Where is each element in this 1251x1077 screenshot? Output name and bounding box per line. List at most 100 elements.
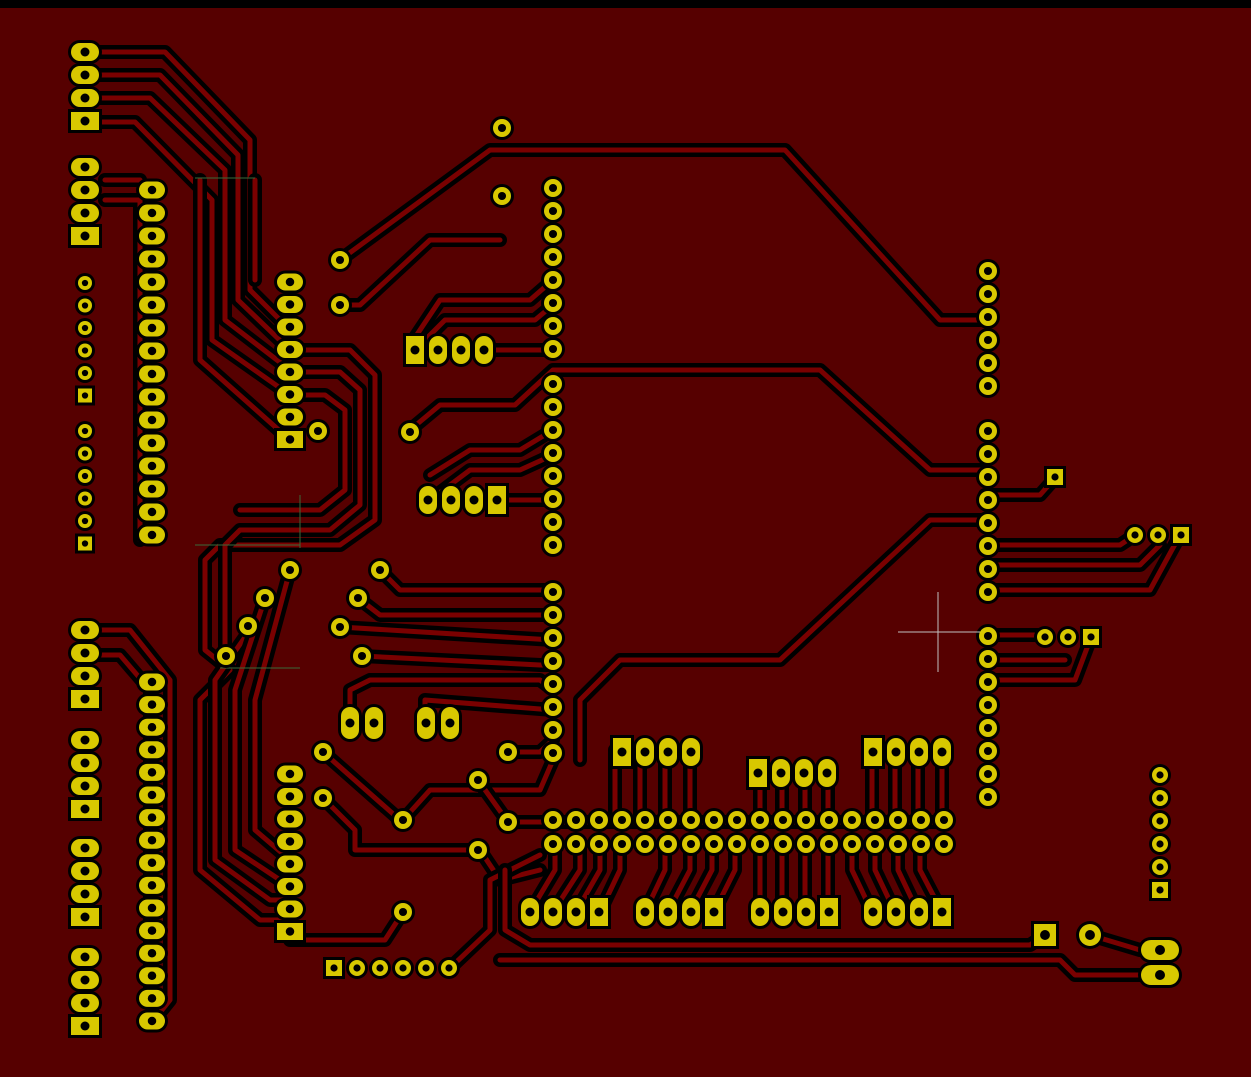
pad-hole — [369, 718, 379, 728]
pad-hole — [640, 815, 650, 825]
pad-hole — [285, 565, 295, 575]
pad-hole — [1087, 633, 1095, 641]
pad-hole — [243, 621, 253, 631]
pad-hole — [80, 625, 90, 635]
pad-hole — [147, 768, 157, 777]
pad-hole — [1155, 945, 1165, 955]
pad-hole — [983, 587, 993, 597]
pad-hole — [709, 839, 719, 849]
pad-hole — [801, 815, 811, 825]
pad-hole — [548, 252, 558, 262]
pad-hole — [80, 952, 90, 962]
pad-hole — [285, 837, 295, 846]
pad-hole — [81, 517, 89, 525]
pad-hole — [285, 435, 295, 444]
pad-hole — [571, 907, 581, 917]
pad-hole — [983, 723, 993, 733]
pad-hole — [80, 648, 90, 658]
pad-hole — [503, 817, 513, 827]
pad-hole — [1156, 886, 1164, 894]
pad-hole — [147, 881, 157, 890]
pad-hole — [732, 815, 742, 825]
pad-hole — [1156, 840, 1164, 848]
pad-hole — [709, 907, 719, 917]
pad-hole — [81, 279, 89, 287]
pad-hole — [663, 907, 673, 917]
pad-hole — [617, 839, 627, 849]
pad-hole — [983, 792, 993, 802]
pad-hole — [983, 654, 993, 664]
pad-hole — [1156, 817, 1164, 825]
pad-hole — [285, 300, 295, 309]
pad-hole — [525, 907, 535, 917]
pad-hole — [548, 656, 558, 666]
pad-hole — [147, 323, 157, 333]
pad-hole — [80, 231, 90, 241]
pad-hole — [80, 843, 90, 853]
pad-hole — [916, 839, 926, 849]
pad-hole — [147, 300, 157, 310]
pad-hole — [445, 964, 453, 972]
pad-hole — [893, 839, 903, 849]
trace — [82, 95, 293, 373]
pad-hole — [640, 907, 650, 917]
pad-hole — [663, 815, 673, 825]
trace — [82, 119, 293, 398]
pad-hole — [147, 507, 157, 517]
pad-hole — [801, 907, 811, 917]
pad-hole — [548, 610, 558, 620]
pad-hole — [469, 495, 479, 505]
trace — [222, 369, 363, 653]
pad-hole — [147, 438, 157, 448]
pad-hole — [147, 254, 157, 264]
pad-hole — [893, 815, 903, 825]
pad-hole — [983, 769, 993, 779]
pad-hole — [80, 162, 90, 172]
pad-hole — [285, 859, 295, 869]
pad-hole — [285, 322, 295, 332]
pad-hole — [870, 839, 880, 849]
pad-hole — [686, 815, 696, 825]
pad-hole — [983, 677, 993, 687]
pad-hole — [548, 229, 558, 239]
pad-hole — [410, 345, 420, 355]
pad-hole — [147, 461, 157, 471]
pad-hole — [755, 839, 765, 849]
pad-hole — [548, 587, 558, 597]
pad-hole — [147, 722, 157, 732]
pad-hole — [80, 671, 90, 681]
pad-hole — [375, 565, 385, 575]
pad-hole — [422, 964, 430, 972]
trace — [82, 72, 293, 353]
pad-hole — [456, 345, 466, 355]
pad-hole — [318, 793, 328, 803]
pad-hole — [147, 994, 157, 1003]
pad-hole — [285, 412, 295, 422]
pad-hole — [686, 747, 696, 757]
pad-hole — [318, 747, 328, 757]
trace — [407, 367, 988, 473]
pad-hole — [916, 815, 926, 825]
pad-hole — [548, 298, 558, 308]
pad-layer — [68, 40, 1192, 1038]
pad-hole — [824, 815, 834, 825]
pad-hole — [937, 747, 947, 757]
pad-hole — [548, 494, 558, 504]
pad-hole — [732, 839, 742, 849]
pad-hole — [503, 747, 513, 757]
pad-hole — [983, 449, 993, 459]
pad-hole — [983, 289, 993, 299]
pad-hole — [80, 47, 90, 57]
pad-hole — [983, 335, 993, 345]
pad-hole — [548, 748, 558, 758]
pad-hole — [147, 530, 157, 540]
pad-hole — [81, 392, 89, 399]
pad-hole — [686, 907, 696, 917]
pad-hole — [868, 747, 878, 757]
pad-hole — [479, 345, 489, 355]
pad-hole — [473, 845, 483, 855]
pad-hole — [147, 208, 157, 218]
pad-hole — [755, 907, 765, 917]
pad-hole — [753, 768, 763, 778]
trace — [982, 637, 1093, 683]
